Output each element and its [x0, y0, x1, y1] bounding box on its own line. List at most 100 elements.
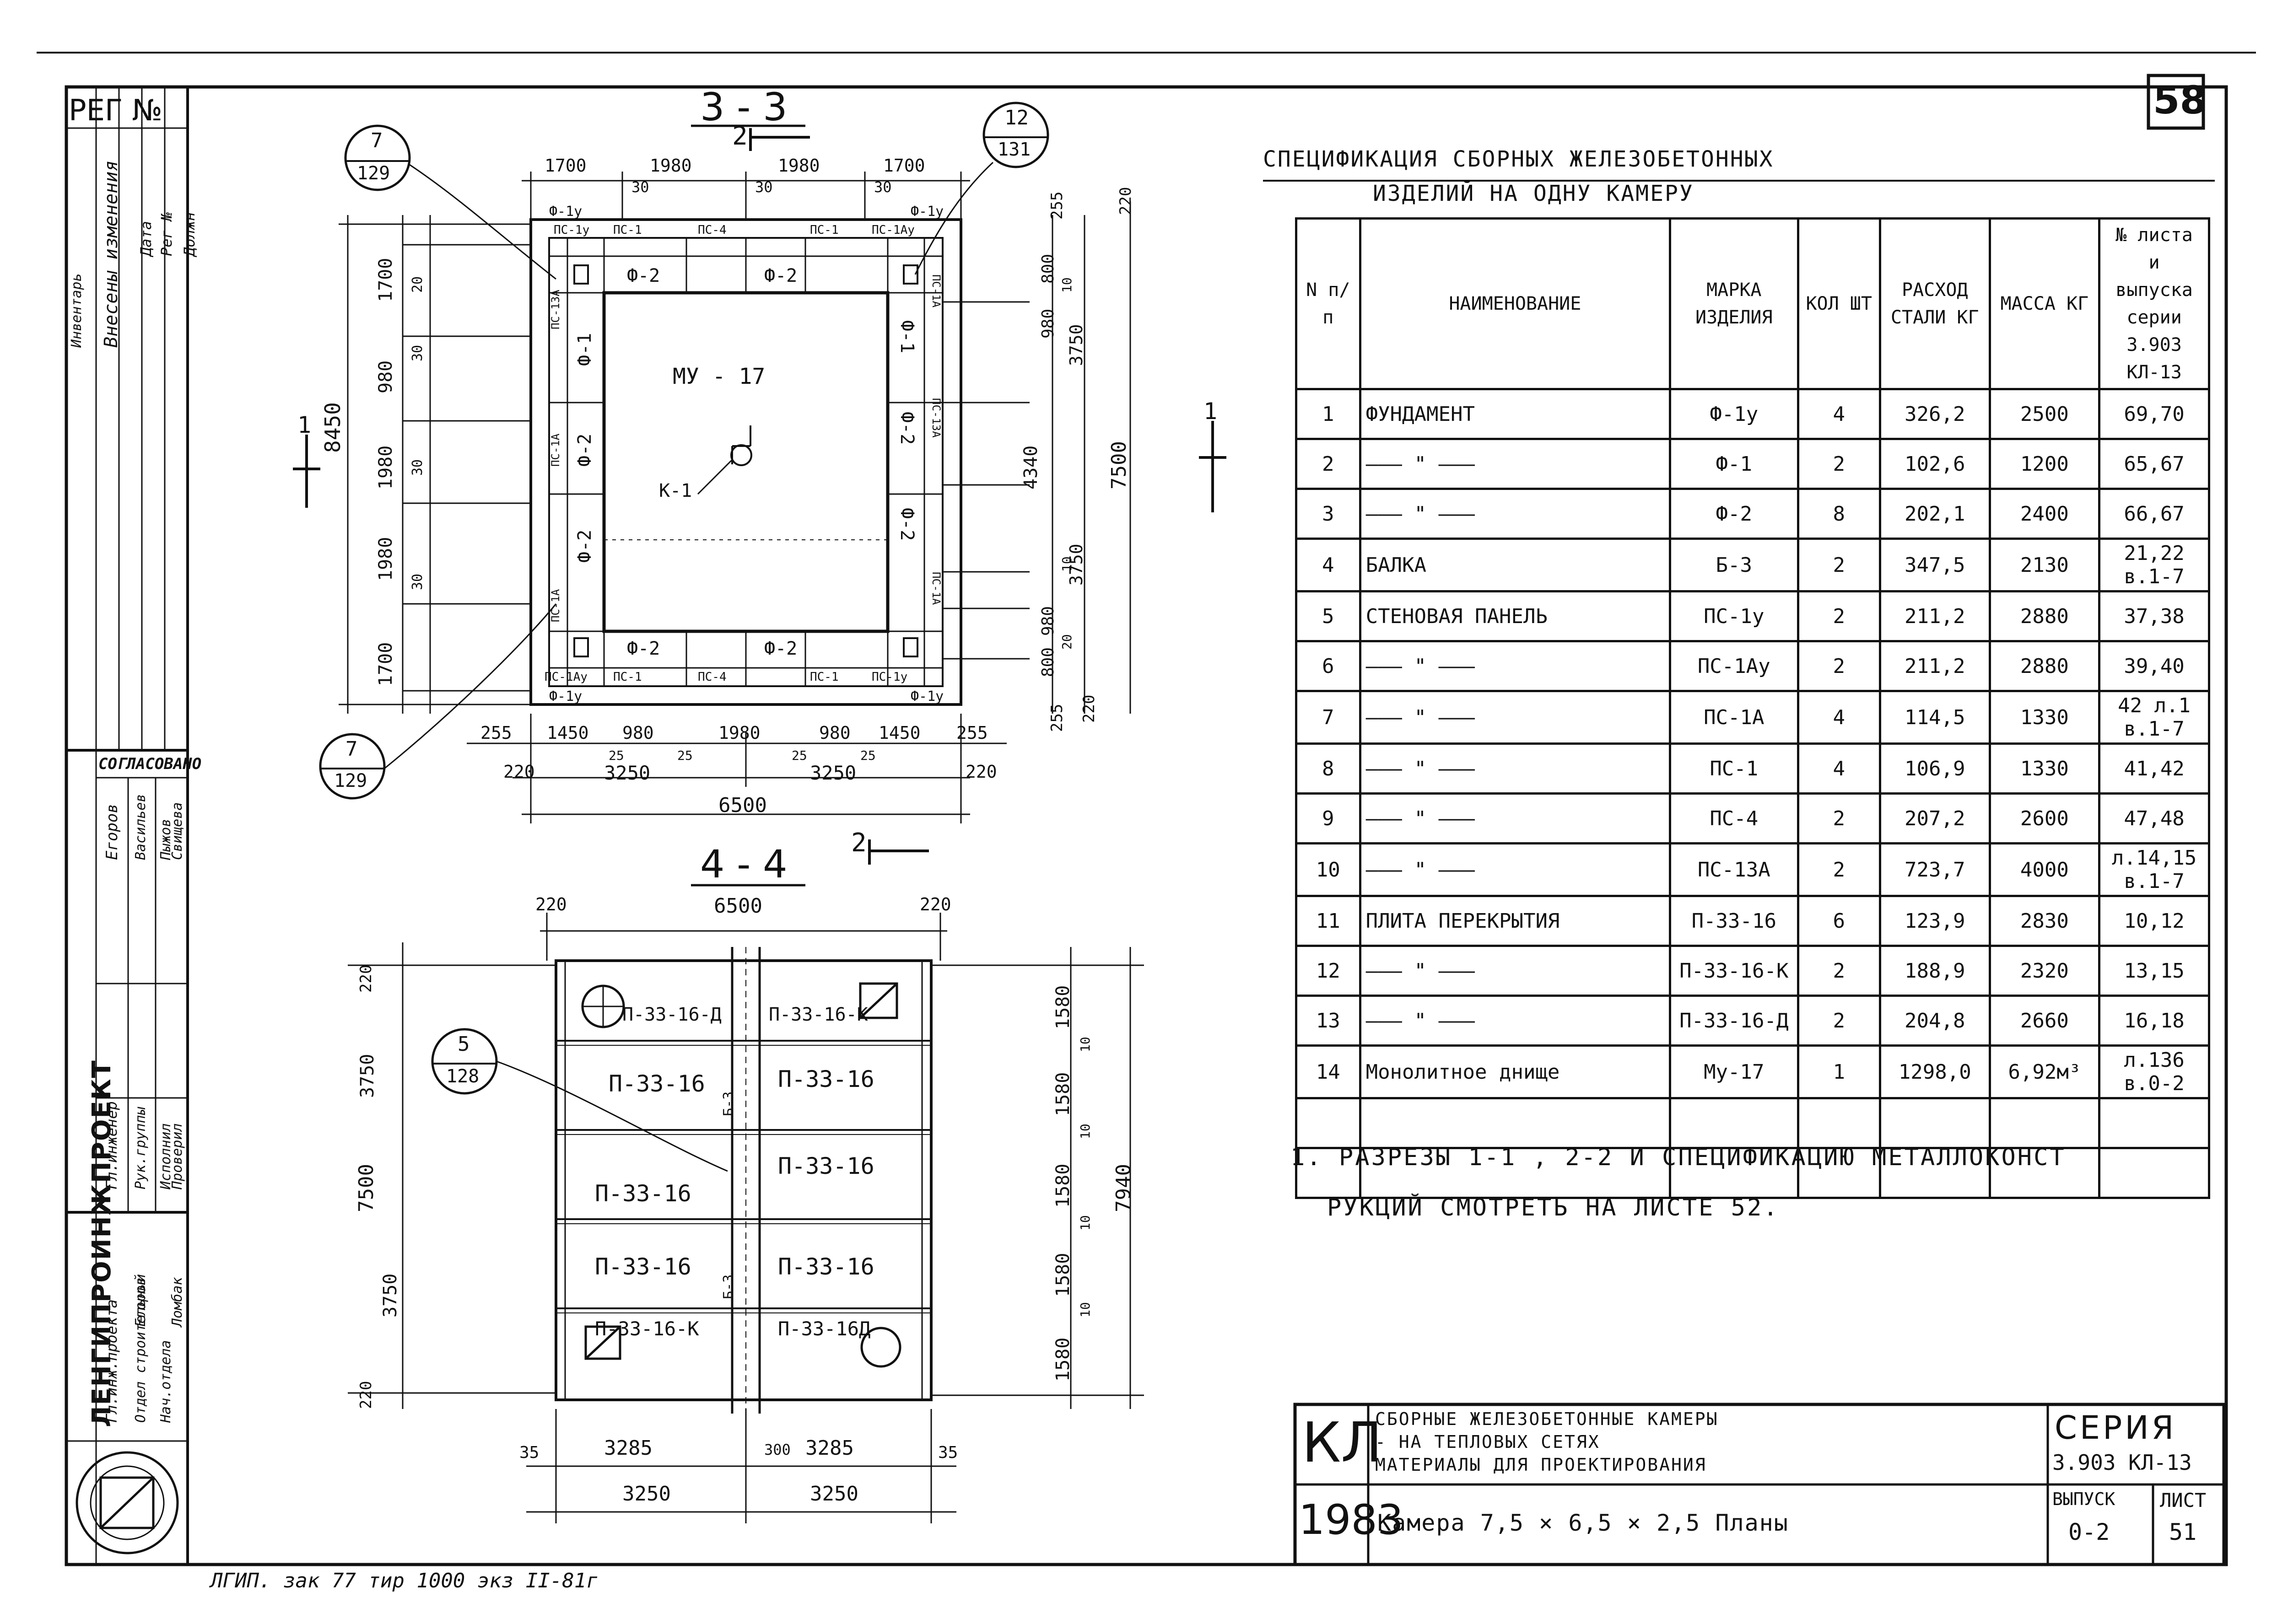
dim-left-30-c: 30 [410, 573, 426, 590]
lbl-pc1y-top: ПС-1у [554, 223, 590, 237]
spec-cell: 2130 [1988, 538, 2101, 592]
note-line-2: РУКЦИЙ СМОТРЕТЬ НА ЛИСТЕ 52. [1327, 1194, 1780, 1221]
spec-cell: 8 [1295, 742, 1361, 795]
dim-b-255-r: 255 [956, 723, 988, 743]
dim44-left-220-top: 220 [357, 964, 375, 993]
lbl-pc13a-right: ПС-13А [930, 398, 943, 438]
spec-cell: 2 [1797, 995, 1881, 1047]
dim-left-1980-a: 1980 [375, 445, 396, 489]
lbl-pc1-top-l: ПС-1 [613, 223, 642, 237]
dim-b-1450-r: 1450 [879, 723, 921, 743]
slab-p3316k-bot: П-33-16-К [595, 1317, 699, 1340]
spec-cell [1295, 1097, 1361, 1149]
dim44-top-6500: 6500 [714, 894, 762, 918]
spec-cell: 9 [1295, 792, 1361, 844]
dim44-left-7500: 7500 [355, 1164, 378, 1212]
spec-cell: 1330 [1988, 742, 2101, 795]
callout-bl-num: 7 [345, 737, 358, 761]
spec-title-line1: СПЕЦИФИКАЦИЯ СБОРНЫХ ЖЕЛЕЗОБЕТОННЫХ [1263, 146, 1774, 172]
spec-cell: 16,18 [2098, 995, 2210, 1047]
spec-cell: 2 [1797, 792, 1881, 844]
dim44-r-1580-4: 1580 [1052, 1253, 1074, 1297]
lbl-k1: К-1 [659, 480, 692, 501]
lbl-f1y-tl: Ф-1у [549, 204, 583, 220]
lbl-f2-4: Ф-2 [764, 638, 798, 659]
dim-b-25-b: 25 [677, 748, 693, 763]
beam-b3-lower: Б-3 [721, 1274, 737, 1299]
col-header: МАССА КГ [1988, 217, 2101, 390]
spec-cell: л.14,15 в.1-7 [2098, 842, 2210, 897]
dim44-b-35-r: 35 [938, 1443, 958, 1462]
spec-cell: 123,9 [1878, 895, 1991, 947]
dim-b-3250-r: 3250 [810, 762, 857, 784]
spec-cell [1669, 1097, 1799, 1149]
spec-cell: л.136 в.0-2 [2098, 1044, 2210, 1099]
dim44-r-7940: 7940 [1112, 1164, 1135, 1212]
slab-p3316-2: П-33-16 [778, 1066, 874, 1092]
lbl-pc1a-left: ПС-1А [549, 589, 562, 622]
col-header: НАИМЕНОВАНИЕ [1359, 217, 1672, 390]
dim-b-1980: 1980 [718, 723, 761, 743]
spec-cell: 207,2 [1878, 792, 1991, 844]
spec-cell: 2 [1797, 590, 1881, 642]
lbl-pc1a-right-2: ПС-1А [930, 572, 943, 605]
beam-b3-upper: Б-3 [721, 1091, 737, 1116]
dim-rb-255: 255 [1048, 704, 1066, 732]
spec-cell: 102,6 [1878, 438, 1991, 490]
spec-cell: ——— " ——— [1359, 488, 1672, 540]
dim-b-25-c: 25 [792, 748, 807, 763]
dim44-r-1580-5: 1580 [1052, 1337, 1074, 1382]
slab-p3316d-bot: П-33-16Д [778, 1317, 871, 1340]
role-7: Нач.отдела [158, 1340, 174, 1423]
dim44-left-3750-top: 3750 [357, 1054, 378, 1098]
dim44-r-10-2: 10 [1078, 1124, 1093, 1139]
col-header: № листа и выпуска серии 3.903 КЛ-13 [2098, 217, 2210, 390]
dim-left-1700-b: 1700 [375, 642, 396, 686]
spec-cell: 42 л.1 в.1-7 [2098, 690, 2210, 745]
spec-cell: 6,92м³ [1988, 1044, 2101, 1099]
spec-cell: Му-17 [1669, 1044, 1799, 1099]
dim-top-30-b: 30 [755, 178, 773, 196]
spec-cell: 2880 [1988, 590, 2101, 642]
spec-cell: 66,67 [2098, 488, 2210, 540]
tb-vypusk-label: ВЫПУСК [2052, 1489, 2115, 1509]
spec-cell: 2 [1797, 945, 1881, 997]
spec-cell: 12 [1295, 945, 1361, 997]
lbl-pc4-bot: ПС-4 [698, 670, 727, 684]
tb-desc-3: МАТЕРИАЛЫ ДЛЯ ПРОЕКТИРОВАНИЯ [1375, 1455, 1707, 1475]
lbl-pc1-bot-r: ПС-1 [810, 670, 839, 684]
dim-r-800-top: 800 [1039, 253, 1058, 284]
dim-b-220-l: 220 [503, 762, 535, 782]
spec-cell [1669, 1147, 1799, 1199]
spec-cell: П-33-16 [1669, 895, 1799, 947]
lbl-f1-right: Ф-1 [896, 320, 917, 354]
tb-sheet-title: Камера 7,5 × 6,5 × 2,5 Планы [1377, 1510, 1789, 1536]
callout-tr-den: 131 [998, 139, 1031, 160]
lbl-f2-left-1: Ф-2 [574, 433, 595, 467]
dim-b-25-a: 25 [609, 748, 624, 763]
slab-p3316-6: П-33-16 [778, 1253, 874, 1280]
dim-b-980-r: 980 [819, 723, 851, 743]
spec-cell: 4 [1797, 388, 1881, 440]
spec-cell: 2400 [1988, 488, 2101, 540]
lbl-f2-3: Ф-2 [627, 638, 660, 659]
spec-cell: 2320 [1988, 945, 2101, 997]
lbl-pc1-top-r: ПС-1 [810, 223, 839, 237]
callout-tl-num: 7 [371, 129, 383, 152]
spec-cell: СТЕНОВАЯ ПАНЕЛЬ [1359, 590, 1672, 642]
tb-desc-2: - НА ТЕПЛОВЫХ СЕТЯХ [1375, 1432, 1600, 1452]
spec-cell: 202,1 [1878, 488, 1991, 540]
spec-cell: Б-3 [1669, 538, 1799, 592]
spec-cell: 2830 [1988, 895, 2101, 947]
slab-p3316-5: П-33-16 [595, 1253, 691, 1280]
dim44-r-1580-2: 1580 [1052, 1072, 1074, 1116]
dim-rt-255: 255 [1048, 191, 1066, 220]
change-col-post: Должн [181, 212, 198, 256]
role-4: Проверил [169, 1123, 185, 1190]
dim-b-25-d: 25 [860, 748, 876, 763]
